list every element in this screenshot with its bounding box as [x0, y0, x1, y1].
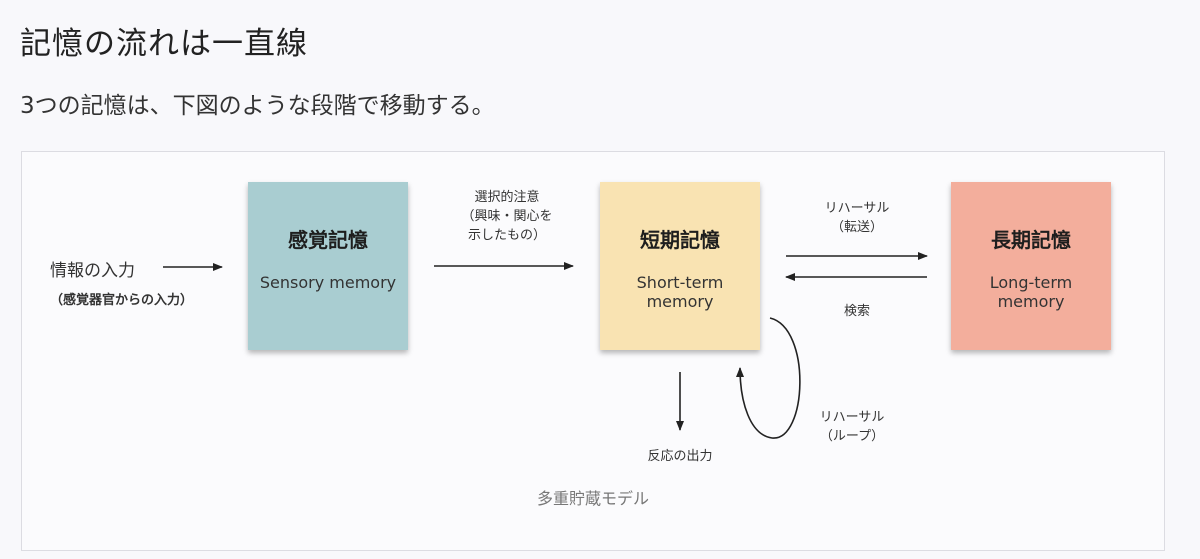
rehearsal-loop-line: （ループ） [819, 429, 885, 444]
retrieval-label: 検索 [843, 304, 870, 319]
attention-label: 選択的注意 （興味・関心を 示したもの） [442, 188, 572, 245]
short-term-memory-ja: 短期記憶 [640, 228, 720, 252]
input-label: 情報の入力 [50, 261, 135, 281]
rehearsal-loop-label: リハーサル （ループ） [792, 408, 912, 446]
rehearsal-transfer-line: （転送） [830, 220, 883, 235]
input-sublabel: （感覚器官からの入力） [50, 293, 194, 308]
attention-label-line: 示したもの） [467, 228, 546, 243]
short-term-memory-en: Short-term memory [636, 273, 724, 311]
rehearsal-transfer-line: リハーサル [824, 201, 890, 216]
sensory-memory-ja: 感覚記憶 [288, 228, 368, 252]
sensory-memory-en: Sensory memory [259, 273, 397, 292]
page-title: 記憶の流れは一直線 [20, 26, 308, 62]
long-term-memory-ja: 長期記憶 [991, 228, 1071, 252]
diagram-panel: 情報の入力 （感覚器官からの入力） 感覚記憶 Sensory memory 短期… [21, 151, 1165, 551]
output-label: 反応の出力 [647, 449, 713, 464]
page-subtitle: 3つの記憶は、下図のような段階で移動する。 [20, 93, 495, 119]
long-term-memory-box: 長期記憶 Long-term memory [951, 182, 1111, 350]
diagram-arrows [163, 252, 928, 439]
sensory-memory-box: 感覚記憶 Sensory memory [248, 182, 408, 350]
attention-label-line: （興味・関心を [461, 209, 553, 224]
long-term-memory-en: Long-term memory [989, 273, 1073, 311]
diagram-caption: 多重貯蔵モデル [536, 489, 649, 508]
rehearsal-transfer-label: リハーサル （転送） [797, 199, 917, 237]
rehearsal-loop-line: リハーサル [819, 410, 885, 425]
attention-label-line: 選択的注意 [474, 190, 540, 205]
rehearsal-loop-arrow [736, 317, 801, 439]
short-term-memory-box: 短期記憶 Short-term memory [600, 182, 760, 350]
